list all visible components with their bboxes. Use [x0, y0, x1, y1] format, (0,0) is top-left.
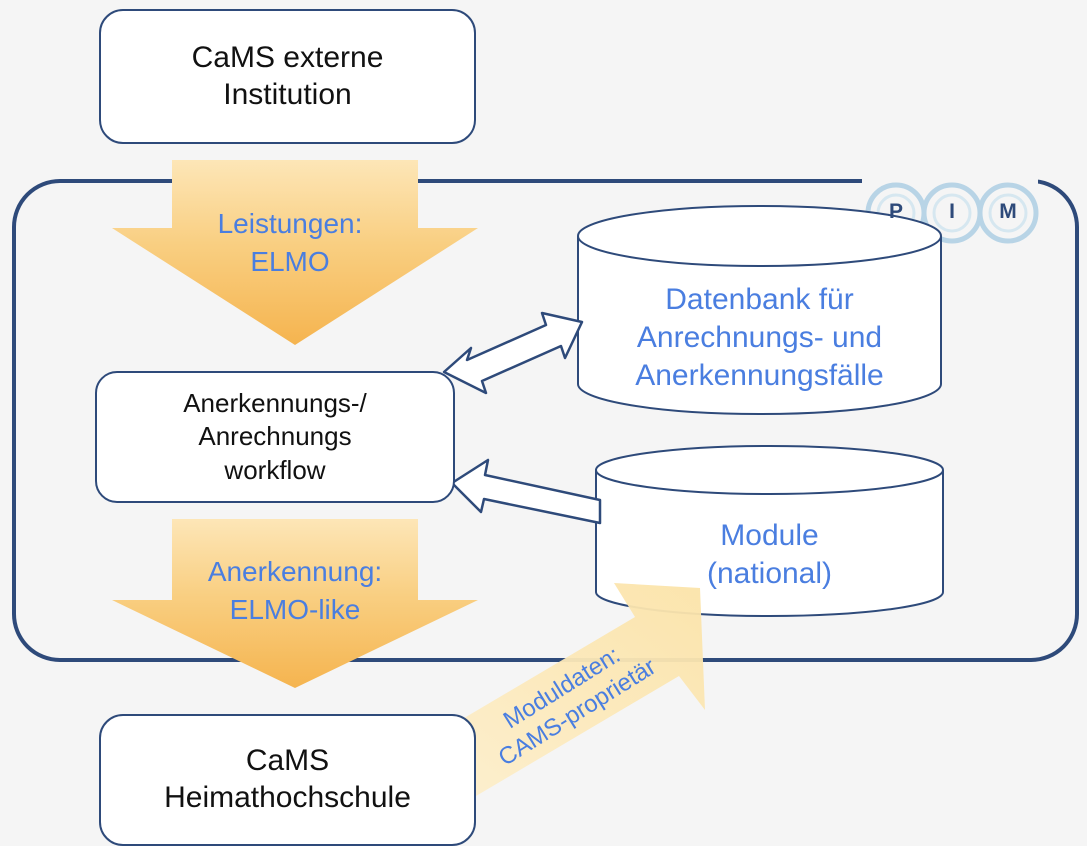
database-line1: Datenbank für [665, 283, 854, 317]
anerkennung-line1: Anerkennung: [207, 556, 383, 587]
cams-external-institution-box: CaMS externe Institution [99, 9, 476, 144]
external-institution-line2: Institution [223, 77, 352, 111]
pim-logo-letter-i: I [949, 200, 955, 223]
pim-logo-letter-p: P [888, 200, 903, 223]
modules-line1: Module [720, 519, 819, 553]
external-institution-line1: CaMS externe [191, 40, 384, 74]
database-line2: Anrechnungs- und [636, 321, 883, 355]
database-cylinder [577, 205, 942, 415]
leistungen-line2: ELMO [250, 245, 330, 277]
modules-cylinder [595, 445, 944, 617]
modules-label: Module (national) [596, 500, 943, 610]
leistungen-arrow-label: Leistungen: ELMO [170, 205, 410, 281]
workflow-line3: workflow [224, 454, 326, 485]
home-university-line1: CaMS [245, 744, 330, 778]
workflow-database-double-arrow [442, 311, 584, 395]
anerkennung-arrow [112, 519, 478, 688]
recognition-workflow-box: Anerkennungs-/ Anrechnungs workflow [95, 371, 455, 503]
workflow-line1: Anerkennungs-/ [183, 388, 367, 419]
leistungen-arrow [112, 160, 478, 345]
anerkennung-line2: ELMO-like [229, 593, 361, 625]
moduldaten-arrow [410, 583, 705, 809]
pim-logo-letter-m: M [999, 200, 1017, 223]
home-university-line2: Heimathochschule [164, 781, 411, 814]
system-boundary-frame [12, 179, 1079, 662]
workflow-line2: Anrechnungs [198, 421, 352, 452]
cams-home-university-box: CaMS Heimathochschule [99, 714, 476, 846]
anerkennung-arrow-label: Anerkennung: ELMO-like [160, 553, 430, 629]
modules-line2: (national) [706, 557, 833, 590]
leistungen-line1: Leistungen: [217, 208, 363, 239]
modules-to-workflow-arrow [450, 458, 602, 525]
database-label: Datenbank für Anrechnungs- und Anerkennu… [578, 268, 941, 408]
database-line3: Anerkennungsfälle [635, 358, 884, 392]
